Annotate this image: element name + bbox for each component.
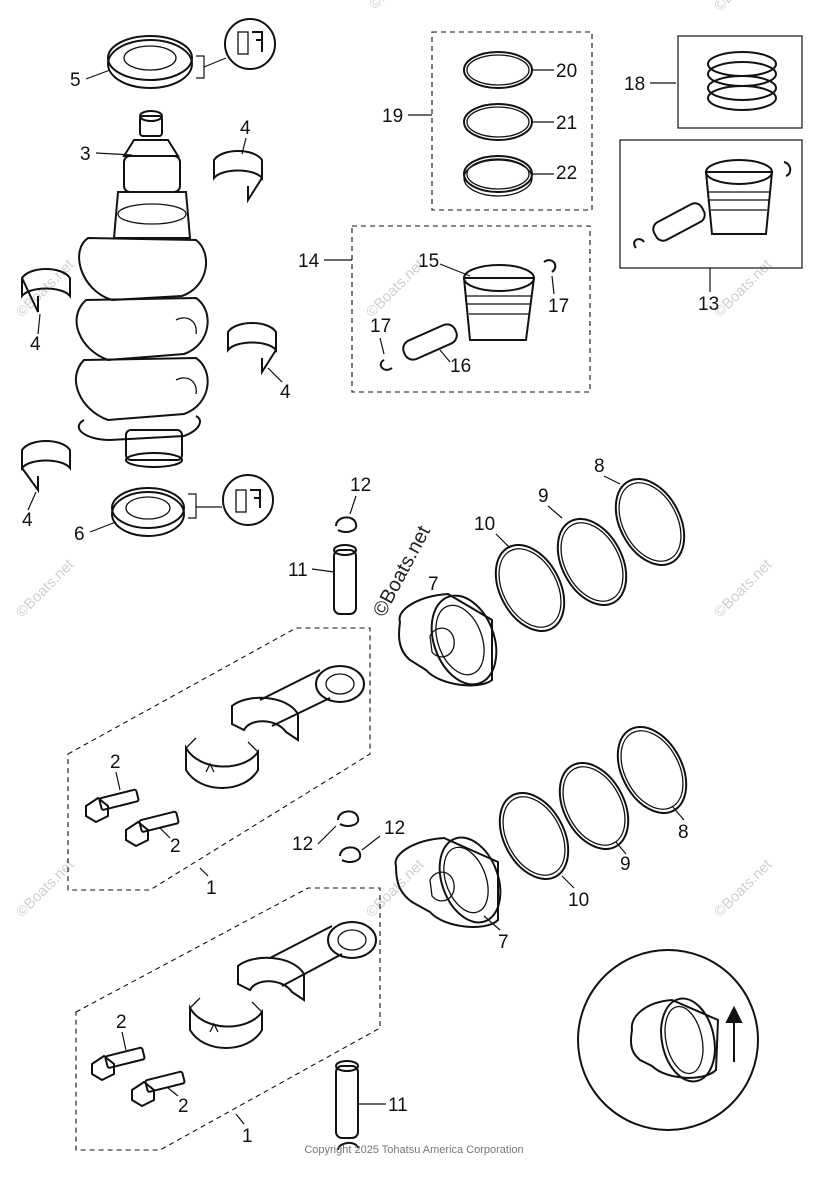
callout-16: 16 [450,356,471,377]
callout-2-upper-a: 2 [110,752,121,773]
callout-3: 3 [80,144,91,165]
callout-18: 18 [624,74,645,95]
callout-6: 6 [74,524,85,545]
callout-20: 20 [556,61,577,82]
main-bearing-middle-right[interactable] [227,322,277,376]
callout-2-lower-a: 2 [116,1012,127,1033]
callout-13: 13 [698,294,719,315]
watermark-1: ©Boats.net [366,0,431,13]
second-ring-lower[interactable] [546,751,642,860]
snap-ring-12-mid-top[interactable] [337,810,360,827]
snap-ring-17-right[interactable] [543,259,557,273]
callout-17-right: 17 [548,296,569,317]
callout-10-upper: 10 [474,514,495,535]
rod-bolt-lower-a[interactable] [91,1046,146,1082]
callout-14: 14 [298,251,320,272]
callout-5: 5 [70,70,81,91]
callout-7-lower: 7 [498,932,509,953]
callout-19: 19 [382,106,403,127]
watermark-5: ©Boats.net [711,256,776,321]
piston-pin-upper[interactable] [333,544,357,615]
rod-bolt-upper-a[interactable] [85,788,140,824]
watermark-7: ©Boats.net [711,556,776,621]
watermark-2: ©Boats.net [711,0,776,15]
callout-1-upper: 1 [206,878,217,899]
connecting-rod-lower[interactable] [237,921,377,1002]
snap-ring-12-bottom[interactable] [337,1142,359,1151]
top-ring-lower[interactable] [604,715,700,824]
top-ring-upper[interactable] [602,467,698,576]
callout-8-upper: 8 [594,456,605,477]
watermarks: ©Boats.net ©Boats.net ©Boats.net ©Boats.… [13,0,776,921]
copyright-text: Copyright 2025 Tohatsu America Corporati… [304,1144,523,1156]
callout-1-lower: 1 [242,1126,253,1147]
piston-set-box-13 [619,139,803,269]
ring-set-box [431,31,593,211]
callout-11-lower: 11 [388,1095,408,1116]
callout-4-a: 4 [240,118,251,139]
conrod-set-box-lower [75,887,381,1151]
callout-17-left: 17 [370,316,391,337]
callout-2-lower-b: 2 [178,1096,189,1117]
callout-8-lower: 8 [678,822,689,843]
watermark-10: ©Boats.net [711,856,776,921]
piston-pin-lower[interactable] [335,1060,359,1139]
main-bearing-upper-right[interactable] [213,150,263,204]
callout-10-lower: 10 [568,890,589,911]
rod-cap-upper[interactable] [185,737,259,789]
piston-kit-13[interactable] [633,159,792,249]
seal-detail-lower [188,474,274,526]
oil-ring-upper[interactable] [482,533,578,642]
conrod-set-box-upper [67,627,371,891]
callout-4-c: 4 [280,382,291,403]
callout-12-upper: 12 [350,475,371,496]
main-bearing-left-lower[interactable] [21,440,71,494]
piston-ring-set[interactable] [707,51,777,111]
callout-9-lower: 9 [620,854,631,875]
callout-4-d: 4 [22,510,33,531]
callout-11-upper: 11 [288,560,308,581]
callout-22: 22 [556,163,577,184]
piston-ring-second[interactable] [463,103,533,141]
main-bearing-left-upper[interactable] [21,268,71,313]
callout-2-upper-b: 2 [170,836,181,857]
callout-21: 21 [556,113,577,134]
piston-kit-15[interactable] [462,264,536,341]
callout-7-upper: 7 [428,574,439,595]
second-ring-upper[interactable] [544,507,640,616]
watermark-center: ©Boats.net [369,522,435,620]
piston-ring-top[interactable] [463,51,533,89]
callout-9-upper: 9 [538,486,549,507]
callout-4-b: 4 [30,334,41,355]
piston-lower[interactable] [394,829,512,931]
crankshaft[interactable] [74,110,209,468]
oil-seal-upper[interactable] [107,35,193,89]
oil-ring-lower[interactable] [486,781,582,890]
callout-15: 15 [418,251,439,272]
oil-seal-lower[interactable] [111,487,185,537]
piston-upper[interactable] [398,587,508,694]
callout-12-mid-right: 12 [384,818,405,839]
piston-orientation-detail [577,949,759,1131]
callout-12-mid-left: 12 [292,834,313,855]
snap-ring-12-mid-bottom[interactable] [339,846,362,863]
rod-cap-lower[interactable] [189,997,263,1049]
snap-ring-12-upper[interactable] [335,516,358,533]
connecting-rod-upper[interactable] [231,665,365,742]
ring-set-box-18 [677,35,803,129]
oil-ring[interactable] [463,155,533,197]
snap-ring-17-left[interactable] [379,359,393,371]
piston-set-box-14 [351,225,591,393]
piston-pin-16[interactable] [400,321,459,362]
rod-bolt-lower-b[interactable] [131,1070,186,1108]
seal-detail-upper [196,18,276,79]
watermark-6: ©Boats.net [13,556,78,621]
